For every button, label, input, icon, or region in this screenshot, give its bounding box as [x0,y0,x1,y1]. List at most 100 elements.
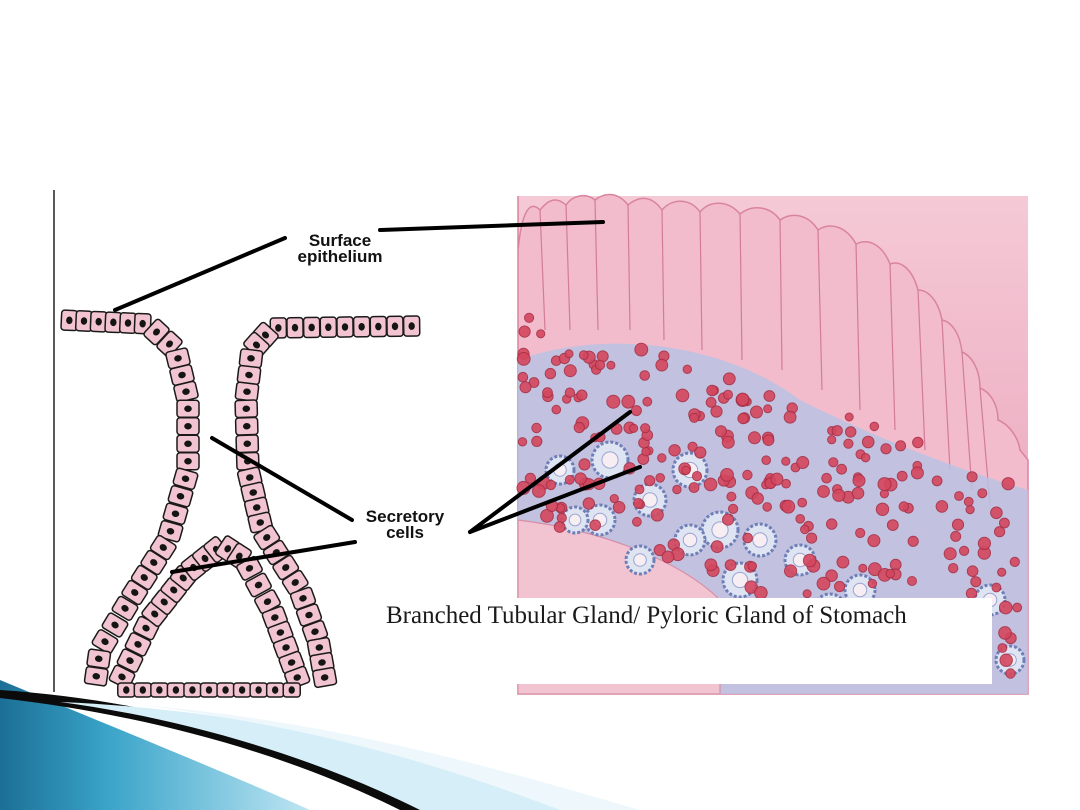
secretory-cell [907,535,919,547]
cell-nucleus [242,405,251,412]
secretory-cell [806,532,818,544]
cell-nucleus [282,644,290,651]
slide-wave-decoration [0,680,640,810]
duct-cell [289,586,317,610]
secretory-cell [681,465,691,475]
secretory-cell [877,477,892,492]
cell-nucleus [271,614,279,621]
secretory-cell [828,457,839,468]
cell-nucleus [288,686,295,694]
duct-cell [252,321,279,349]
cell-nucleus [249,489,258,496]
caption-box: Branched Tubular Gland/ Pyloric Gland of… [378,598,992,684]
secretory-cell [781,456,791,466]
secretory-cell [564,349,574,359]
cell-nucleus [245,371,253,379]
surface-cell [352,315,371,338]
cell-nucleus [140,574,148,581]
secretory-cell [1001,477,1015,491]
cell-nucleus [205,686,213,694]
secretory-cell [612,501,626,514]
cell-nucleus [189,686,196,694]
secretory-cell [966,471,978,483]
leader-surface-right [378,220,605,232]
secretory-cell [640,423,651,434]
cell-nucleus [184,423,192,430]
duct-cell [253,524,281,551]
secretory-cell [703,477,718,492]
secretory-cell [705,397,717,408]
cell-nucleus [408,322,415,330]
cell-nucleus [118,673,126,681]
duct-cell [157,520,184,543]
surface-cell [336,316,354,338]
secretory-cell [641,447,651,457]
cell-nucleus [255,686,262,694]
cell-nucleus [184,440,192,447]
secretory-cell [578,350,589,361]
cell-nucleus [247,355,255,362]
secretory-cell [998,626,1012,640]
cell-nucleus [174,355,182,362]
secretory-cell [826,518,838,530]
secretory-cell [536,329,546,339]
base-cell [232,682,252,698]
label-surface-line2: epithelium [297,247,383,266]
cell-nucleus [139,686,147,694]
label-secretory-line2: cells [386,523,424,542]
secretory-cell [761,455,772,466]
secretory-cell [997,643,1008,653]
secretory-cell [994,526,1006,538]
cell-nucleus [166,528,175,535]
secretory-cell [524,472,537,484]
secretory-cell [706,384,718,397]
cell-nucleus [166,340,173,348]
secretory-cell [912,436,924,449]
secretory-cell [672,484,682,495]
secretory-cell [728,503,739,514]
secretory-cell [556,512,567,524]
gland-center [568,513,582,527]
secretory-cell [589,519,602,532]
secretory-cell [763,404,773,414]
secretory-cell [518,325,531,338]
secretory-cell [843,438,854,449]
secretory-cell [742,532,754,544]
cell-nucleus [134,641,142,648]
duct-cell [238,348,264,369]
secretory-cell [726,491,737,502]
secretory-cell [880,443,892,455]
leader-lines [113,220,642,574]
cell-nucleus [179,574,187,582]
secretory-cell [720,468,734,482]
secretory-cell [832,488,846,502]
secretory-cell [609,494,619,504]
secretory-cell [966,565,979,578]
gland-center [852,582,868,598]
base-cell [216,682,235,698]
secretory-cell [1009,556,1020,568]
duct-cell [83,665,109,687]
secretory-cell [742,469,753,481]
cell-nucleus [243,440,252,447]
secretory-cell [950,530,962,542]
secretory-cell [531,422,542,434]
secretory-cell [574,472,587,485]
secretory-cell [606,360,616,370]
cell-nucleus [123,686,130,694]
duct-cell [272,554,300,581]
cell-nucleus [358,322,365,331]
secretory-cell [688,482,700,493]
secretory-cell [875,502,890,516]
secretory-cell [675,388,690,403]
gland-center [601,451,619,469]
base-cell [117,682,136,698]
secretory-cell [655,358,669,372]
cell-nucleus [318,659,326,666]
secretory-cell [943,547,957,561]
leader-surface-left [113,236,287,312]
leader-secretory-4 [468,465,642,534]
cell-nucleus [178,371,186,379]
secretory-cell [551,404,562,415]
secretory-cell [827,435,837,445]
